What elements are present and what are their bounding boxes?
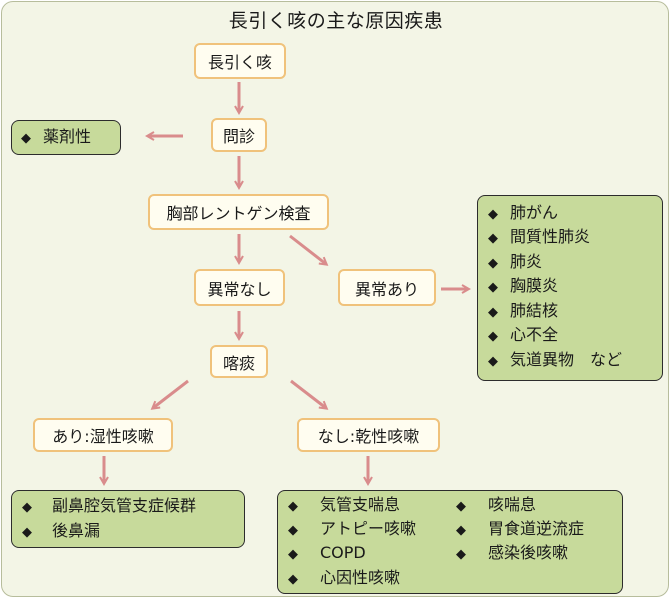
list-item: ◆薬剤性 [21,125,91,149]
list-item: ◆気管支喘息 [288,493,400,517]
list-item: ◆間質性肺炎 [488,225,590,249]
list-item: ◆副鼻腔気管支症候群 [22,494,196,518]
dry-cough-causes-box: ◆気管支喘息 ◆アトピー咳嗽 ◆COPD ◆心因性咳嗽 ◆咳喘息 ◆胃食道逆流症… [277,490,623,594]
diamond-bullet-icon: ◆ [22,500,32,515]
node-interview: 問診 [211,118,267,152]
list-item: ◆肺結核 [488,299,558,323]
list-item: ◆COPD [288,541,366,565]
list-item: ◆咳喘息 [456,493,536,517]
list-item: ◆後鼻漏 [22,519,100,543]
list-item: ◆気道異物 など [488,348,622,372]
abnormal-causes-box: ◆肺がん ◆間質性肺炎 ◆肺炎 ◆胸膜炎 ◆肺結核 ◆心不全 ◆気道異物 など [477,195,663,381]
diamond-bullet-icon: ◆ [288,572,298,587]
list-item: ◆胸膜炎 [488,274,558,298]
diamond-bullet-icon: ◆ [488,329,498,344]
diamond-bullet-icon: ◆ [288,547,298,562]
arrow-sputum-dry [290,379,326,408]
wet-cough-causes-box: ◆副鼻腔気管支症候群 ◆後鼻漏 [11,490,245,548]
list-item: ◆感染後咳嗽 [456,541,568,565]
diamond-bullet-icon: ◆ [488,207,498,222]
node-sputum: 喀痰 [210,345,268,378]
diamond-bullet-icon: ◆ [488,256,498,271]
list-item: ◆胃食道逆流症 [456,517,584,541]
diamond-bullet-icon: ◆ [21,131,31,146]
diamond-bullet-icon: ◆ [22,525,32,540]
node-long-cough: 長引く咳 [194,43,286,79]
node-chest-xray: 胸部レントゲン検査 [148,194,329,230]
diagram-title: 長引く咳の主な原因疾患 [228,10,444,32]
list-item: ◆アトピー咳嗽 [288,517,416,541]
list-item: ◆肺炎 [488,250,542,274]
diamond-bullet-icon: ◆ [288,499,298,514]
diamond-bullet-icon: ◆ [488,354,498,369]
node-abnormality: 異常あり [338,269,436,306]
node-wet-cough: あり:湿性咳嗽 [33,418,173,452]
diamond-bullet-icon: ◆ [456,547,466,562]
arrow-xray-abnormal [289,234,326,264]
node-no-abnormality: 異常なし [194,269,285,306]
diamond-bullet-icon: ◆ [488,231,498,246]
diamond-bullet-icon: ◆ [456,499,466,514]
diamond-bullet-icon: ◆ [488,280,498,295]
diamond-bullet-icon: ◆ [488,305,498,320]
node-dry-cough: なし:乾性咳嗽 [297,418,440,452]
list-item: ◆心不全 [488,323,558,347]
arrow-sputum-wet [153,379,189,408]
diamond-bullet-icon: ◆ [456,523,466,538]
diamond-bullet-icon: ◆ [288,523,298,538]
list-item: ◆心因性咳嗽 [288,566,400,590]
list-item: ◆肺がん [488,201,558,225]
drug-induced-box: ◆薬剤性 [11,120,121,155]
